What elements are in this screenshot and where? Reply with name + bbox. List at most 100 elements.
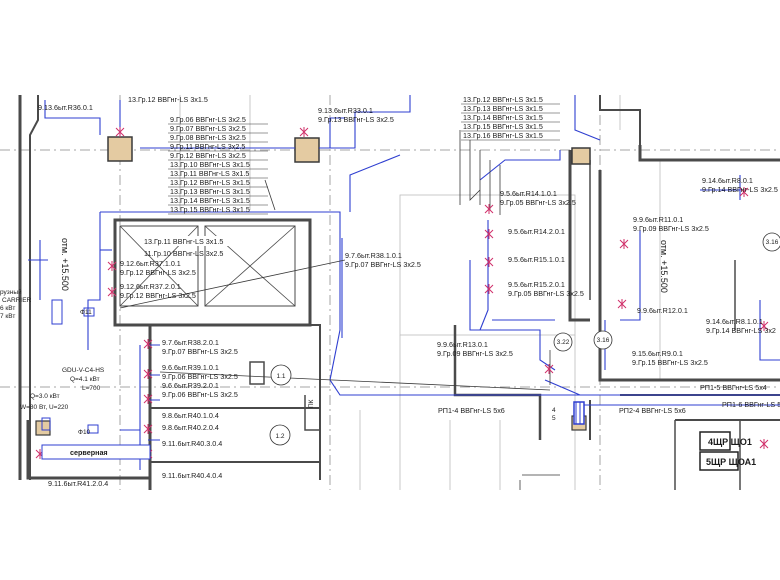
phi-label: Ф11 bbox=[80, 309, 92, 316]
fixture-label: 9.6.6ыт.R39.2.0.1 bbox=[162, 381, 219, 390]
fixture-label: 9.11.6ыт.R40.3.0.4 bbox=[162, 439, 222, 448]
fixture-label: 9.13.6ыт.R33.0.1 bbox=[318, 106, 373, 115]
cable-list-item: 13.Гр.13 ВВГнг-LS 3х1.5 bbox=[170, 187, 250, 196]
cable-list-item: 9.Гр.11 ВВГнг-LS 3х2.5 bbox=[170, 142, 245, 151]
fixture-label: 9.14.6ыт.R8.0.1 bbox=[702, 176, 753, 185]
cable-label: 9.Гр.05 ВВГнг-LS 3х2.5 bbox=[500, 198, 576, 207]
unit-label: Q=4.1 кВт bbox=[70, 376, 100, 383]
cable-list-item: 13.Гр.14 ВВГнг-LS 3х1.5 bbox=[170, 196, 250, 205]
fixture-label: 9.13.6ыт.R36.0.1 bbox=[38, 103, 93, 112]
cable-label: 9.Гр.06 ВВГнг-LS 3х2.5 bbox=[162, 390, 238, 399]
cable-label: 9.Гр.09 ВВГнг-LS 3х2.5 bbox=[437, 349, 513, 358]
fixture-label: 9.9.6ыт.R11.0.1 bbox=[633, 215, 683, 224]
top-labels: 13.Гр.12 ВВГнг-LS 3х1.5 9.13.6ыт.R36.0.1… bbox=[38, 95, 394, 124]
fixture-label: 9.9.6ыт.R13.0.1 bbox=[437, 340, 488, 349]
room-tag-circle bbox=[593, 330, 613, 350]
phi-label: Ф10 bbox=[78, 429, 91, 436]
background-structure bbox=[179, 95, 661, 490]
cable-label: 9.Гр.13 ВВГнг-LS 3х2.5 bbox=[318, 115, 394, 124]
fixture-label: 9.5.6ыт.R15.1.0.1 bbox=[508, 255, 565, 264]
cable-list-item: 13.Гр.15 ВВГнг-LS 3х1.5 bbox=[170, 205, 250, 214]
room-tag-circle bbox=[269, 424, 291, 446]
pk-label: ПК bbox=[308, 399, 315, 408]
cable-list-item: 9.Гр.12 ВВГнг-LS 3х2.5 bbox=[170, 151, 246, 160]
cable-label: 11.Гр.10 ВВГнг-LS 3х2.5 bbox=[144, 249, 223, 258]
circle-tags bbox=[269, 232, 780, 446]
cable-list-item: 13.Гр.16 ВВГнг-LS 3х1.5 bbox=[463, 131, 543, 140]
top-right-cable-list: 13.Гр.12 ВВГнг-LS 3х1.5 13.Гр.13 ВВГнг-L… bbox=[463, 95, 543, 140]
fixture-label: 9.5.6ыт.R14.2.0.1 bbox=[508, 227, 565, 236]
fixture-label: 9.7.6ыт.R38.2.0.1 bbox=[162, 338, 219, 347]
right-labels: 9.5.6ыт.R14.1.0.1 9.Гр.05 ВВГнг-LS 3х2.5… bbox=[437, 176, 780, 422]
fixture-label: 9.8.6ыт.R40.2.0.4 bbox=[162, 423, 219, 432]
feeder-labels: 9.7.6ыт.R38.1.0.1 9.Гр.07 ВВГнг-LS 3х2.5 bbox=[345, 251, 421, 269]
fixture-label: 9.7.6ыт.R38.1.0.1 bbox=[345, 251, 402, 260]
cable-label: 9.Гр.07 ВВГнг-LS 3х2.5 bbox=[162, 347, 238, 356]
circle-label: 1.2 bbox=[275, 433, 284, 440]
carrier-label: рузный bbox=[0, 288, 22, 296]
elevation-label: отм. +15.500 bbox=[60, 238, 70, 291]
fixture-label: 9.9.6ыт.R12.0.1 bbox=[637, 306, 688, 315]
feeder-label: 4 bbox=[552, 407, 556, 414]
cable-label: 9.Гр.14 ВВГнг-LS 3х2.5 bbox=[702, 185, 778, 194]
fixture-label: 9.5.6ыт.R14.1.0.1 bbox=[500, 189, 557, 198]
feeder-lines bbox=[119, 130, 560, 490]
fixture-label: 9.11.6ыт.R40.4.0.4 bbox=[162, 471, 222, 480]
feeder-label: РП1-6 ВВГнг-LS 5х4 bbox=[722, 400, 780, 409]
cable-label: 9.Гр.12 ВВГнг-LS 3х2.5 bbox=[120, 291, 196, 300]
panel-label: 5ЩР ЩОА1 bbox=[706, 457, 756, 467]
panel-label: 4ЩР ЩО1 bbox=[708, 437, 752, 447]
equipment bbox=[41, 299, 151, 460]
fixture-label: 9.15.6ыт.R9.0.1 bbox=[632, 349, 683, 358]
cable-list-item: 9.Гр.08 ВВГнг-LS 3х2.5 bbox=[170, 133, 246, 142]
distribution-board bbox=[573, 401, 585, 425]
unit-label: W=80 Вт, U=220 bbox=[20, 404, 69, 411]
feeder-label: 5 bbox=[552, 415, 556, 422]
column bbox=[294, 137, 320, 163]
fixture-label: 9.11.6ыт.R41.2.0.4 bbox=[48, 479, 108, 488]
cable-list-item: 9.Гр.06 ВВГнг-LS 3х2.5 bbox=[170, 115, 246, 124]
circle-tag-labels: 3.22 3.16 3.16 1.1 1.2 bbox=[275, 239, 778, 440]
cable-label: 9.Гр.07 ВВГнг-LS 3х2.5 bbox=[345, 260, 421, 269]
circle-label: 3.22 bbox=[557, 339, 570, 346]
columns bbox=[35, 136, 591, 436]
fixture-label: 9.8.6ыт.R40.1.0.4 bbox=[162, 411, 219, 420]
feeder-label: РП1-4 ВВГнг-LS 5х6 bbox=[438, 406, 505, 415]
fixture-marks bbox=[35, 127, 769, 459]
room-tag-circle bbox=[762, 232, 780, 252]
left-list-lines bbox=[168, 123, 268, 215]
carrier-label: CARRIER bbox=[2, 297, 32, 304]
cable-list-item: 13.Гр.12 ВВГнг-LS 3х1.5 bbox=[463, 95, 543, 104]
left-cable-list: 9.Гр.06 ВВГнг-LS 3х2.5 9.Гр.07 ВВГнг-LS … bbox=[170, 115, 250, 214]
feeder-label: РП1-5 ВВГнг-LS 5х4 bbox=[700, 383, 767, 392]
unit-label: GDU-V-C4-HS bbox=[62, 367, 105, 374]
circle-label: 3.16 bbox=[597, 337, 610, 344]
panel-boxes bbox=[699, 431, 739, 471]
fixture-label: 9.12.6ыт.R37.2.0.1 bbox=[120, 282, 181, 291]
shaft-labels: 13.Гр.11 ВВГнг-LS 3х1.5 11.Гр.10 ВВГнг-L… bbox=[120, 236, 240, 300]
carrier-label: 6 кВт bbox=[0, 305, 15, 312]
server-room-label: серверная bbox=[70, 448, 108, 457]
column bbox=[107, 136, 133, 162]
panel-labels: 4ЩР ЩО1 5ЩР ЩОА1 bbox=[706, 437, 756, 467]
room-tag-circle bbox=[270, 364, 292, 386]
cable-label: 9.Гр.09 ВВГнг-LS 3х2.5 bbox=[633, 224, 709, 233]
cable-list-item: 9.Гр.07 ВВГнг-LS 3х2.5 bbox=[170, 124, 246, 133]
elevation-label: отм. +15.500 bbox=[659, 240, 669, 293]
cable-label: 9.Гр.06 ВВГнг-LS 3х2.5 bbox=[162, 372, 238, 381]
cable-label: 9.Гр.15 ВВГнг-LS 3х2.5 bbox=[632, 358, 708, 367]
cable-label: 13.Гр.12 ВВГнг-LS 3х1.5 bbox=[128, 95, 208, 104]
cable-list-item: 13.Гр.12 ВВГнг-LS 3х1.5 bbox=[170, 178, 250, 187]
cable-list-item: 13.Гр.10 ВВГнг-LS 3х1.5 bbox=[170, 160, 250, 169]
cable-list-item: 13.Гр.15 ВВГнг-LS 3х1.5 bbox=[463, 122, 543, 131]
fixture-label: 9.6.6ыт.R39.1.0.1 bbox=[162, 363, 219, 372]
cable-list-item: 13.Гр.13 ВВГнг-LS 3х1.5 bbox=[463, 104, 543, 113]
fixture-label: 9.12.6ыт.R37.1.0.1 bbox=[120, 259, 181, 268]
room-labels: 9.7.6ыт.R38.2.0.1 9.Гр.07 ВВГнг-LS 3х2.5… bbox=[48, 338, 238, 488]
top-right-list-lines bbox=[461, 103, 560, 141]
circle-label: 1.1 bbox=[276, 373, 285, 380]
column bbox=[571, 147, 591, 165]
fixture-label: 9.14.6ыт.R8.1.0.1 bbox=[706, 317, 763, 326]
cable-label: 9.Гр.05 ВВГнг-LS 3х2.5 bbox=[508, 289, 584, 298]
